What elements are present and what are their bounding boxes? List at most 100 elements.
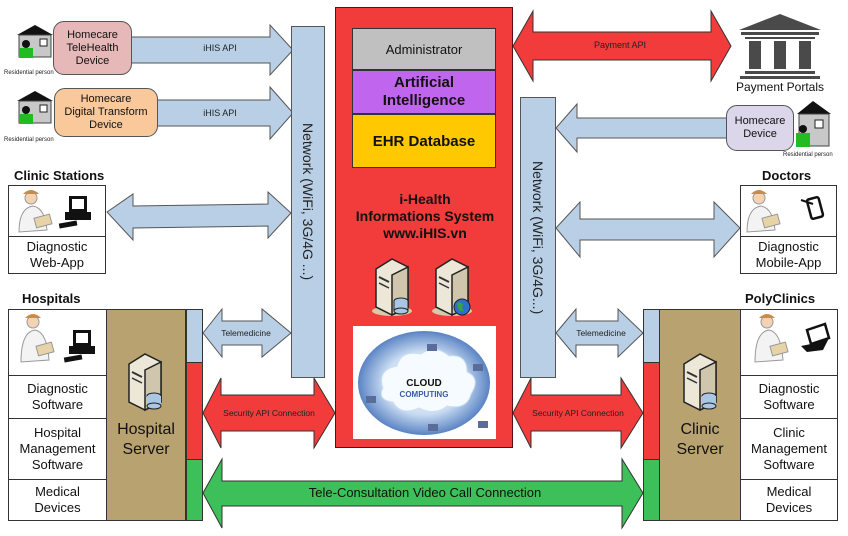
administrator-layer: Administrator <box>352 28 496 70</box>
doctor-tablet-icon <box>746 190 825 233</box>
homecare-right-arrow <box>555 102 728 154</box>
clinic-server-label: Clinic Server <box>660 420 740 460</box>
ehr-database-layer: EHR Database <box>352 114 496 168</box>
polyclinic-cell-2-line-3: Software <box>763 457 815 472</box>
server-icon <box>128 353 162 412</box>
homecare-digital-transform-device: Homecare Digital Transform Device <box>54 88 158 137</box>
homecare-digital-line-1: Homecare <box>80 93 132 105</box>
homecare-telehealth-device: Homecare TeleHealth Device <box>53 21 132 75</box>
clinic-stations-title: Clinic Stations <box>14 168 105 183</box>
doctors-card: Diagnostic Mobile-App <box>740 185 837 274</box>
ai-label: Artificial Intelligence <box>382 74 466 109</box>
ihis-api-arrow-2 <box>154 85 294 141</box>
homecare-right-line-2: Device <box>743 128 777 140</box>
homecare-digital-line-2: Digital Transform <box>64 106 148 118</box>
clinic-server: Clinic Server <box>660 310 741 520</box>
doctor-computer-icon <box>20 314 95 363</box>
polyclinic-cell-1-line-1: Diagnostic <box>758 381 820 396</box>
doctors-title: Doctors <box>762 168 812 183</box>
payment-api-arrow <box>512 9 732 83</box>
system-name-line-3: www.iHIS.vn <box>383 225 467 241</box>
hospital-server-label-1: Hospital <box>117 421 175 438</box>
doctors-label-2: Mobile-App <box>755 255 822 270</box>
cloud-label-1: CLOUD <box>406 378 442 389</box>
server-icon <box>683 353 717 412</box>
hospital-server: Hospital Server <box>106 310 186 520</box>
network-right: Network (WiFi, 3G/4G...) <box>520 97 556 378</box>
doctor-computer-icon <box>18 190 91 233</box>
telemedicine-port <box>186 310 202 362</box>
homecare-device-right: Homecare Device <box>726 105 794 151</box>
cloud-computing-image: CLOUD COMPUTING <box>353 326 496 439</box>
cloud-icon: CLOUD COMPUTING <box>358 331 490 435</box>
house-icon-2 <box>15 90 55 129</box>
security-port <box>644 362 660 459</box>
doctors-label-1: Diagnostic <box>758 239 819 254</box>
doctors-label: Diagnostic Mobile-App <box>741 236 836 273</box>
telemedicine-port <box>644 310 660 362</box>
web-server-icon <box>432 258 472 317</box>
bank-icon <box>739 14 821 79</box>
database-server-icon <box>372 258 412 317</box>
hospital-cell-1-line-2: Software <box>31 397 84 412</box>
hospital-cell-1-line-1: Diagnostic <box>27 381 88 396</box>
homecare-telehealth-line-1: Homecare <box>67 28 118 41</box>
ihis-api-label-2: iHIS API <box>203 108 237 118</box>
homecare-right-line-1: Homecare <box>734 115 786 127</box>
hospital-cell-2-line-3: Software <box>31 457 84 472</box>
hospital-server-label-2: Server <box>122 441 170 458</box>
system-name: i-Health Informations System www.iHIS.vn <box>336 191 514 242</box>
hospital-cell-3-line-2: Devices <box>34 500 81 515</box>
clinic-server-label-2: Server <box>676 441 724 458</box>
security-label-right: Security API Connection <box>532 408 624 418</box>
polyclinic-cell-2-line-1: Clinic <box>773 425 805 440</box>
payment-portals-label: Payment Portals <box>735 80 825 94</box>
clinic-stations-label-2: Web-App <box>30 255 84 270</box>
clinic-stations-label: Diagnostic Web-App <box>9 236 105 273</box>
homecare-telehealth-line-3: Device <box>75 54 110 67</box>
ihis-api-label-1: iHIS API <box>203 43 237 53</box>
network-left-label: Network (WiFi, 3G/4G ...) <box>300 123 316 281</box>
ai-layer: Artificial Intelligence <box>352 70 496 114</box>
telemedicine-label-left: Telemedicine <box>221 328 271 338</box>
homecare-digital-line-3: Device <box>89 119 123 131</box>
resident-label-3: Residential person <box>783 152 833 158</box>
polyclinics-title: PolyClinics <box>745 291 816 306</box>
video-call-label: Tele-Consultation Video Call Connection <box>308 485 542 500</box>
network-right-label: Network (WiFi, 3G/4G...) <box>530 160 546 315</box>
network-left: Network (WiFi, 3G/4G ...) <box>291 26 325 378</box>
homecare-telehealth-line-2: TeleHealth <box>66 41 119 54</box>
clinic-stations-card: Diagnostic Web-App <box>8 185 106 274</box>
polyclinic-cell-3-line-1: Medical <box>766 484 812 499</box>
payment-api-label: Payment API <box>593 40 647 50</box>
system-name-line-2: Informations System <box>355 208 495 224</box>
polyclinic-cell-2-line-2: Management <box>751 441 827 456</box>
hospitals-title: Hospitals <box>22 291 81 306</box>
clinic-stations-label-1: Diagnostic <box>26 239 88 254</box>
ihis-core-system: Administrator Artificial Intelligence EH… <box>335 7 513 448</box>
ihis-api-arrow-1 <box>129 23 294 77</box>
resident-label-1: Residential person <box>4 70 54 76</box>
doctor-laptop-icon <box>754 314 831 363</box>
video-port <box>644 459 660 520</box>
polyclinic-cell-3-line-2: Devices <box>765 500 813 515</box>
hospital-cell-2-line-2: Management <box>19 441 96 456</box>
video-port <box>186 459 202 520</box>
system-name-line-1: i-Health <box>399 191 451 207</box>
clinic-stations-arrow <box>106 190 292 242</box>
clinic-server-label-1: Clinic <box>680 421 720 438</box>
doctors-arrow <box>555 200 741 259</box>
security-port <box>186 362 202 459</box>
hospital-cell-2-line-1: Hospital <box>34 425 81 440</box>
security-label-left: Security API Connection <box>223 408 315 418</box>
cloud-label-2: COMPUTING <box>400 390 449 399</box>
